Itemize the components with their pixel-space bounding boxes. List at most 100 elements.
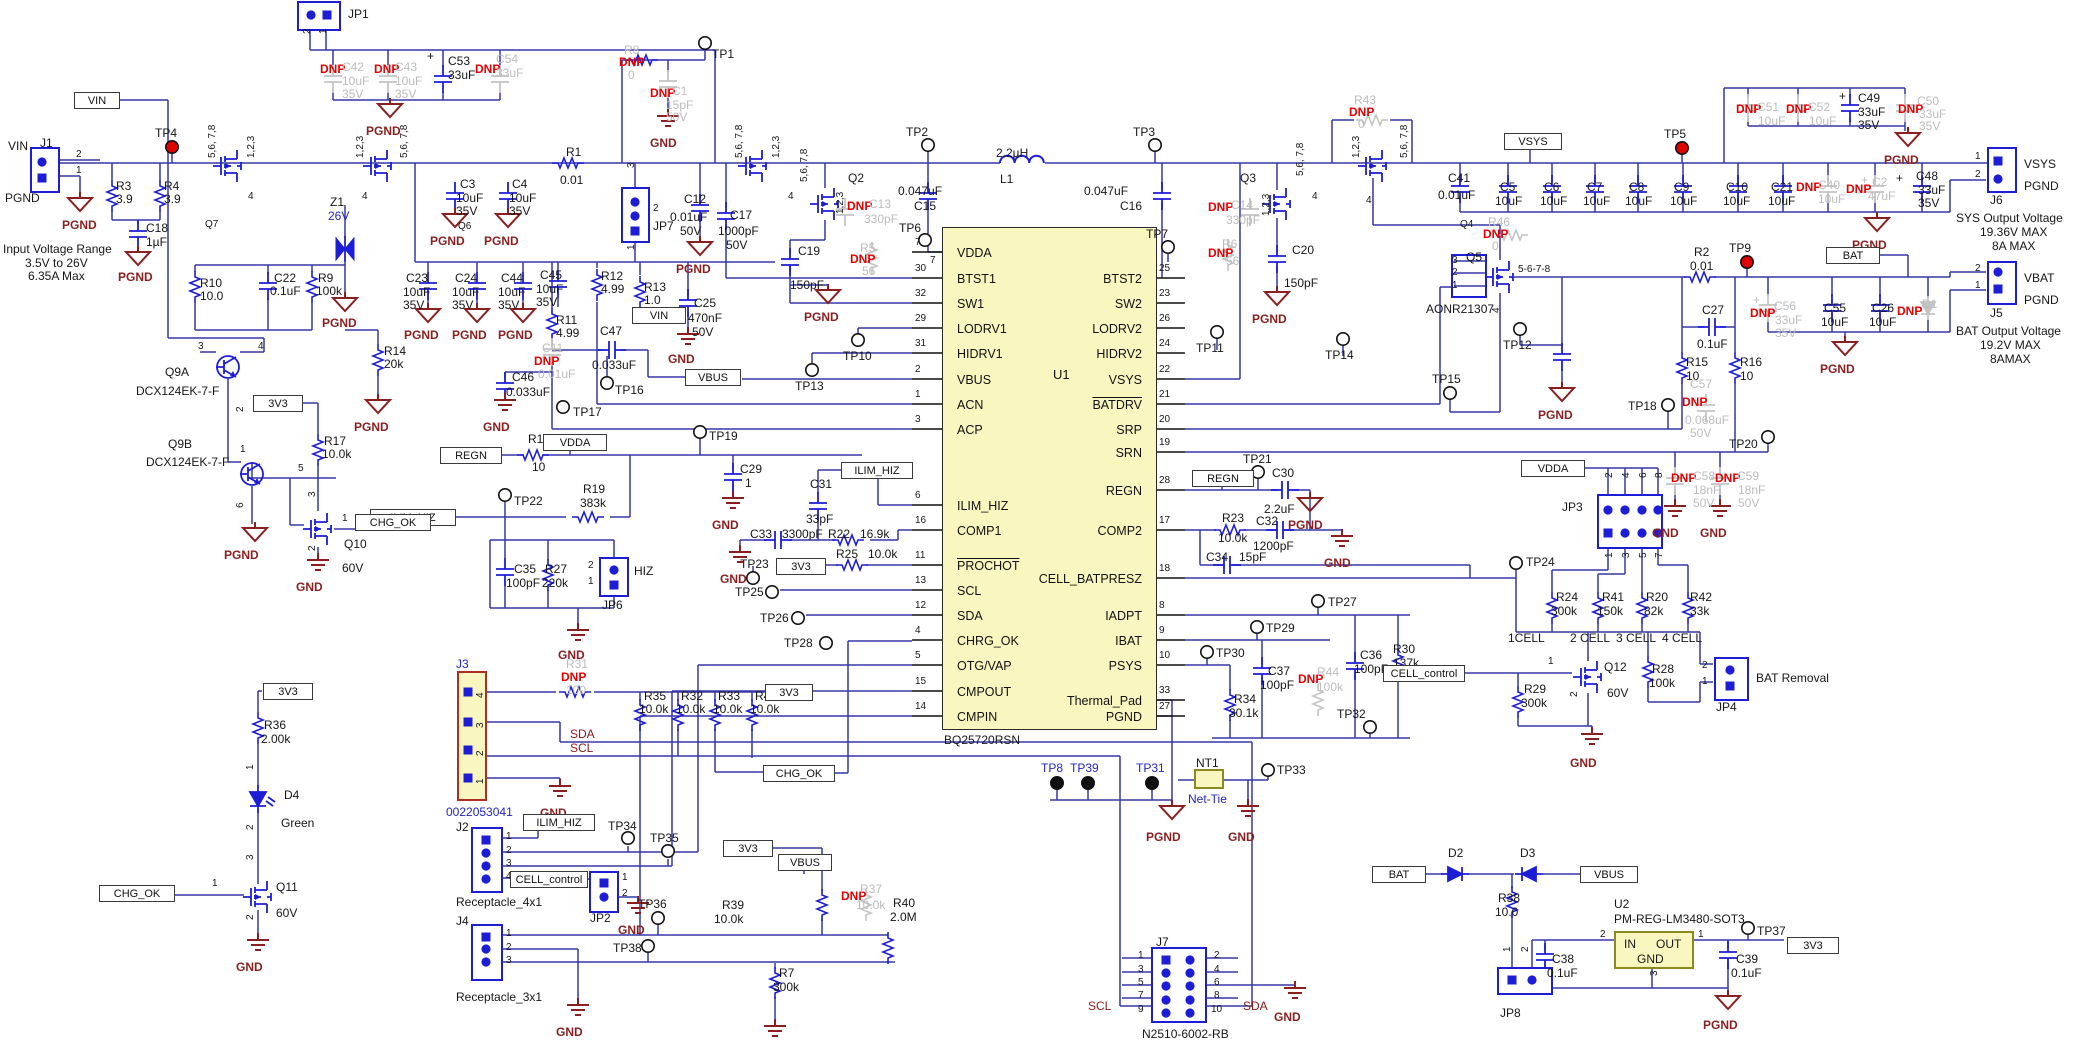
label-2: 2 [245,914,256,920]
label-VIN: VIN [8,139,29,153]
capacitor [679,289,697,317]
gnd-symbol [1237,799,1259,817]
label-J6: J6 [1990,193,2003,207]
capacitor-dnp [1697,394,1715,422]
label-10uF: 10uF [452,285,480,299]
testpoint-label-TP29: TP29 [1266,621,1295,635]
label-10.0k: 10.0k [856,898,886,912]
gnd-label: GND [754,1046,781,1048]
capacitor [1346,652,1364,680]
label-470nF: 470nF [688,311,723,325]
testpoint-label-TP21: TP21 [1243,452,1272,466]
u1-pin-HIDRV2: HIDRV2 [1096,347,1142,361]
capacitor [468,272,486,300]
pin-square [481,835,491,845]
label-J5: J5 [1990,306,2003,320]
label-35V: 35V [395,87,417,101]
testpoint-label-TP26: TP26 [760,611,789,625]
label-2: 2 [653,203,659,214]
testpoint-TP25 [764,584,779,599]
label-NT1: NT1 [1196,756,1219,770]
pgnd-symbol [375,98,405,119]
capacitor [724,463,742,491]
u1-pinnum: 1 [915,389,921,400]
u1-pinnum: 7 [915,237,921,248]
label-C47: C47 [600,324,623,338]
label-1: 1 [506,928,512,939]
label-PGND: PGND [2024,179,2059,193]
u1-pinnum: 11 [915,550,926,561]
label-1: 1 [1452,280,1458,291]
testpoint-label-TP13: TP13 [795,379,824,393]
testpoint-TP14 [1336,331,1351,346]
label-2: 2 [76,149,82,160]
pin-circle [609,565,619,575]
resistor [632,276,648,308]
label-4: 4 [362,191,368,202]
label-R22: R22 [828,527,851,541]
capacitor [1719,941,1737,969]
label-4: 4 [1312,191,1318,202]
label-BATOutputVoltage: BAT Output Voltage [1956,324,2061,338]
label-16.9k: 16.9k [860,527,890,541]
label-D3: D3 [1520,846,1536,860]
capacitor [1451,175,1469,203]
gnd-label: GND [1274,1010,1301,1024]
gnd-label: GND [556,1025,583,1039]
label-R35: R35 [644,689,667,703]
testpoint-label-TP24: TP24 [1526,555,1555,569]
label-7: 7 [1138,990,1144,1001]
label-10.0k: 10.0k [1218,531,1248,545]
label-3300pF: 3300pF [782,527,823,541]
label-DNP: DNP [1846,182,1872,196]
resistor [1590,592,1606,624]
label-R42: R42 [1690,590,1713,604]
label-C36: C36 [1360,648,1383,662]
u1-pinnum: 25 [1159,263,1171,274]
label-C4: C4 [512,177,528,191]
label-100pF: 100pF [1354,662,1389,676]
label-R25: R25 [836,547,859,561]
u1-pinnum: 31 [915,338,927,349]
u1-pin-VSYS: VSYS [1108,373,1142,387]
testpoint-label-TP18: TP18 [1628,399,1657,413]
label-SDA: SDA [1243,999,1268,1013]
label-C9: C9 [1674,180,1690,194]
net-label-REGN: REGN [440,447,502,464]
gnd-label: GND [668,352,695,366]
resistor [304,271,320,303]
resistor-dnp [1310,684,1326,716]
pin-square [322,10,332,20]
label-1F: 1µF [146,235,167,249]
net-label-BAT: BAT [1372,866,1426,883]
label-2.00k: 2.00k [261,732,291,746]
capacitor [499,182,517,210]
label-10.0: 10.0 [200,289,224,303]
pgnd-label: PGND [676,262,711,276]
pgnd-label: PGND [804,310,839,324]
label-: + [1896,171,1904,185]
u1-pin-SRP: SRP [1116,423,1142,437]
label-0.01uF: 0.01uF [1438,188,1476,202]
testpoint-label-TP28: TP28 [784,636,813,650]
label-C14: C14 [1231,198,1254,212]
pin-square [463,687,473,697]
label-4: 4 [1214,964,1220,975]
gnd-label: GND [720,572,747,586]
label-1: 1 [626,244,637,250]
pgnd-symbol [1862,212,1892,233]
pgnd-symbol [685,236,715,257]
label-123: 1,2,3 [835,191,846,214]
label-150pF: 150pF [1284,276,1319,290]
label-DNP: DNP [841,889,867,903]
label-: + [1839,89,1847,103]
net-label-3V3: 3V3 [263,683,313,700]
label-VBAT: VBAT [2024,271,2055,285]
label-2.2H: 2.2µH [996,146,1029,160]
label-383k: 383k [580,496,607,510]
mosfet [1573,661,1602,693]
net-label-VDDA: VDDA [543,434,607,451]
pgnd-label: PGND [1146,830,1181,844]
label-33uF: 33uF [1775,313,1803,327]
